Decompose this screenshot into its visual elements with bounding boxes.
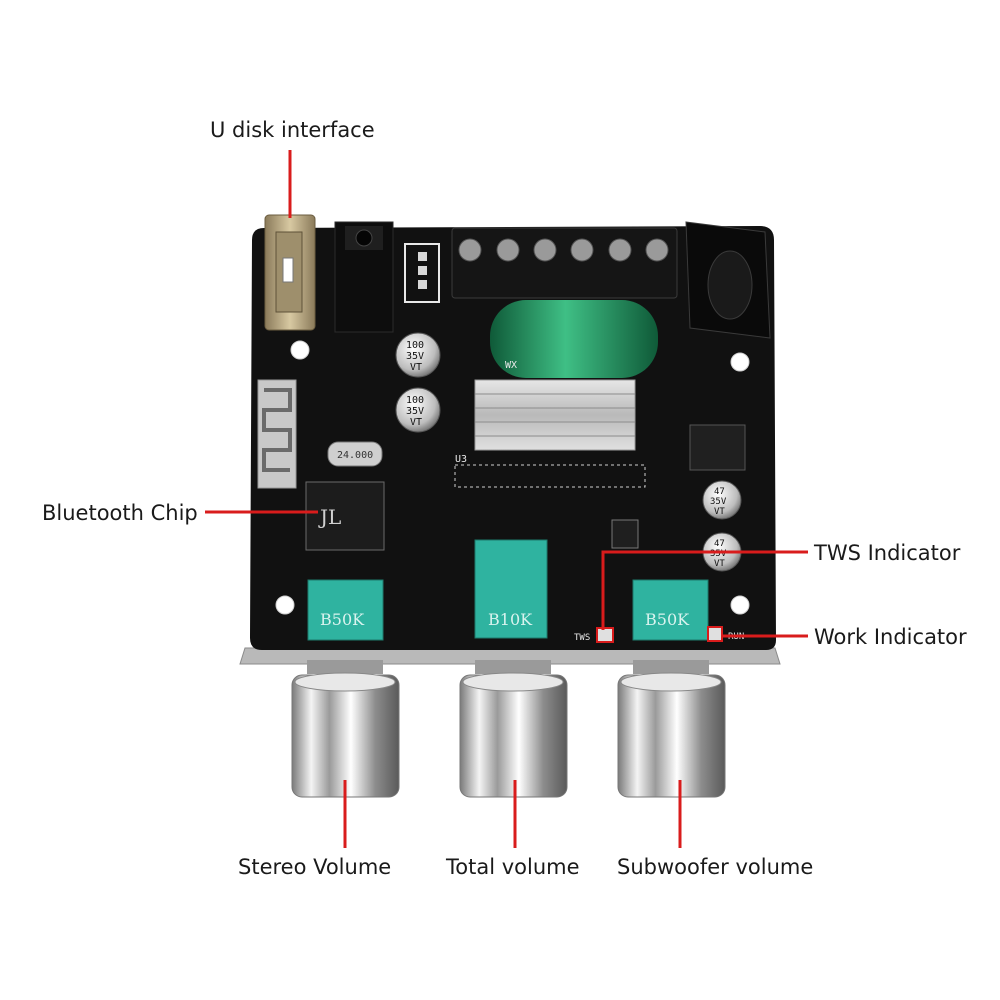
electrolytic-capacitor-left-bottom: 100 35V VT [395, 387, 441, 433]
label-tws-indicator: TWS Indicator [814, 541, 961, 565]
electrolytic-capacitor-right-top: 47 35V VT [702, 480, 742, 520]
svg-text:100: 100 [406, 395, 424, 406]
bluetooth-antenna [257, 379, 297, 489]
svg-text:B50K: B50K [645, 610, 690, 629]
capacitor-brand-label: WX [505, 360, 517, 371]
audio-jack [334, 221, 394, 333]
label-bluetooth-chip: Bluetooth Chip [42, 501, 198, 525]
p2-header [404, 243, 440, 303]
electrolytic-capacitor-left-top: 100 35V VT [395, 332, 441, 378]
tws-led: TWS [574, 627, 614, 643]
usb-port [264, 214, 316, 331]
terminal-block [451, 227, 678, 299]
svg-text:47: 47 [714, 539, 725, 549]
dc-power-jack [685, 221, 771, 339]
svg-text:VT: VT [714, 507, 725, 517]
svg-text:B10K: B10K [488, 610, 533, 629]
callout-lines [205, 150, 808, 848]
potentiometer-left: B50K [307, 579, 384, 641]
svg-text:24.000: 24.000 [337, 450, 373, 461]
mounting-hole [730, 595, 750, 615]
svg-text:VT: VT [410, 362, 422, 373]
svg-text:35V: 35V [406, 406, 424, 417]
label-stereo-volume: Stereo Volume [238, 855, 392, 879]
svg-text:VT: VT [410, 417, 422, 428]
mounting-hole [275, 595, 295, 615]
smd-component-row [454, 464, 646, 549]
svg-text:35V: 35V [406, 351, 424, 362]
svg-text:35V: 35V [710, 549, 727, 559]
label-total-volume: Total volume [446, 855, 580, 879]
knob-stereo [291, 660, 400, 798]
bluetooth-chip: JL [305, 481, 385, 551]
label-subwoofer-volume: Subwoofer volume [617, 855, 814, 879]
svg-text:TWS: TWS [574, 633, 590, 643]
knob-total [459, 660, 568, 798]
chip-logo: JL [318, 505, 341, 529]
mounting-hole [730, 352, 750, 372]
terminal-screws [458, 238, 669, 262]
potentiometer-center: B10K [474, 539, 548, 639]
callout-line-tws [601, 550, 808, 630]
label-work-indicator: Work Indicator [814, 625, 967, 649]
svg-text:VT: VT [714, 559, 725, 569]
mounting-hole [290, 340, 310, 360]
svg-text:35V: 35V [710, 497, 727, 507]
voltage-regulator [689, 424, 746, 471]
chip-u3-label: U3 [455, 454, 467, 465]
large-capacitor: WX [490, 300, 658, 378]
svg-text:100: 100 [406, 340, 424, 351]
knob-subwoofer [617, 660, 726, 798]
svg-text:B50K: B50K [320, 610, 365, 629]
label-u-disk-interface: U disk interface [210, 118, 375, 142]
potentiometer-right: B50K [632, 579, 709, 641]
crystal-oscillator: 24.000 [327, 441, 383, 467]
heatsink [474, 379, 636, 451]
svg-text:47: 47 [714, 487, 725, 497]
